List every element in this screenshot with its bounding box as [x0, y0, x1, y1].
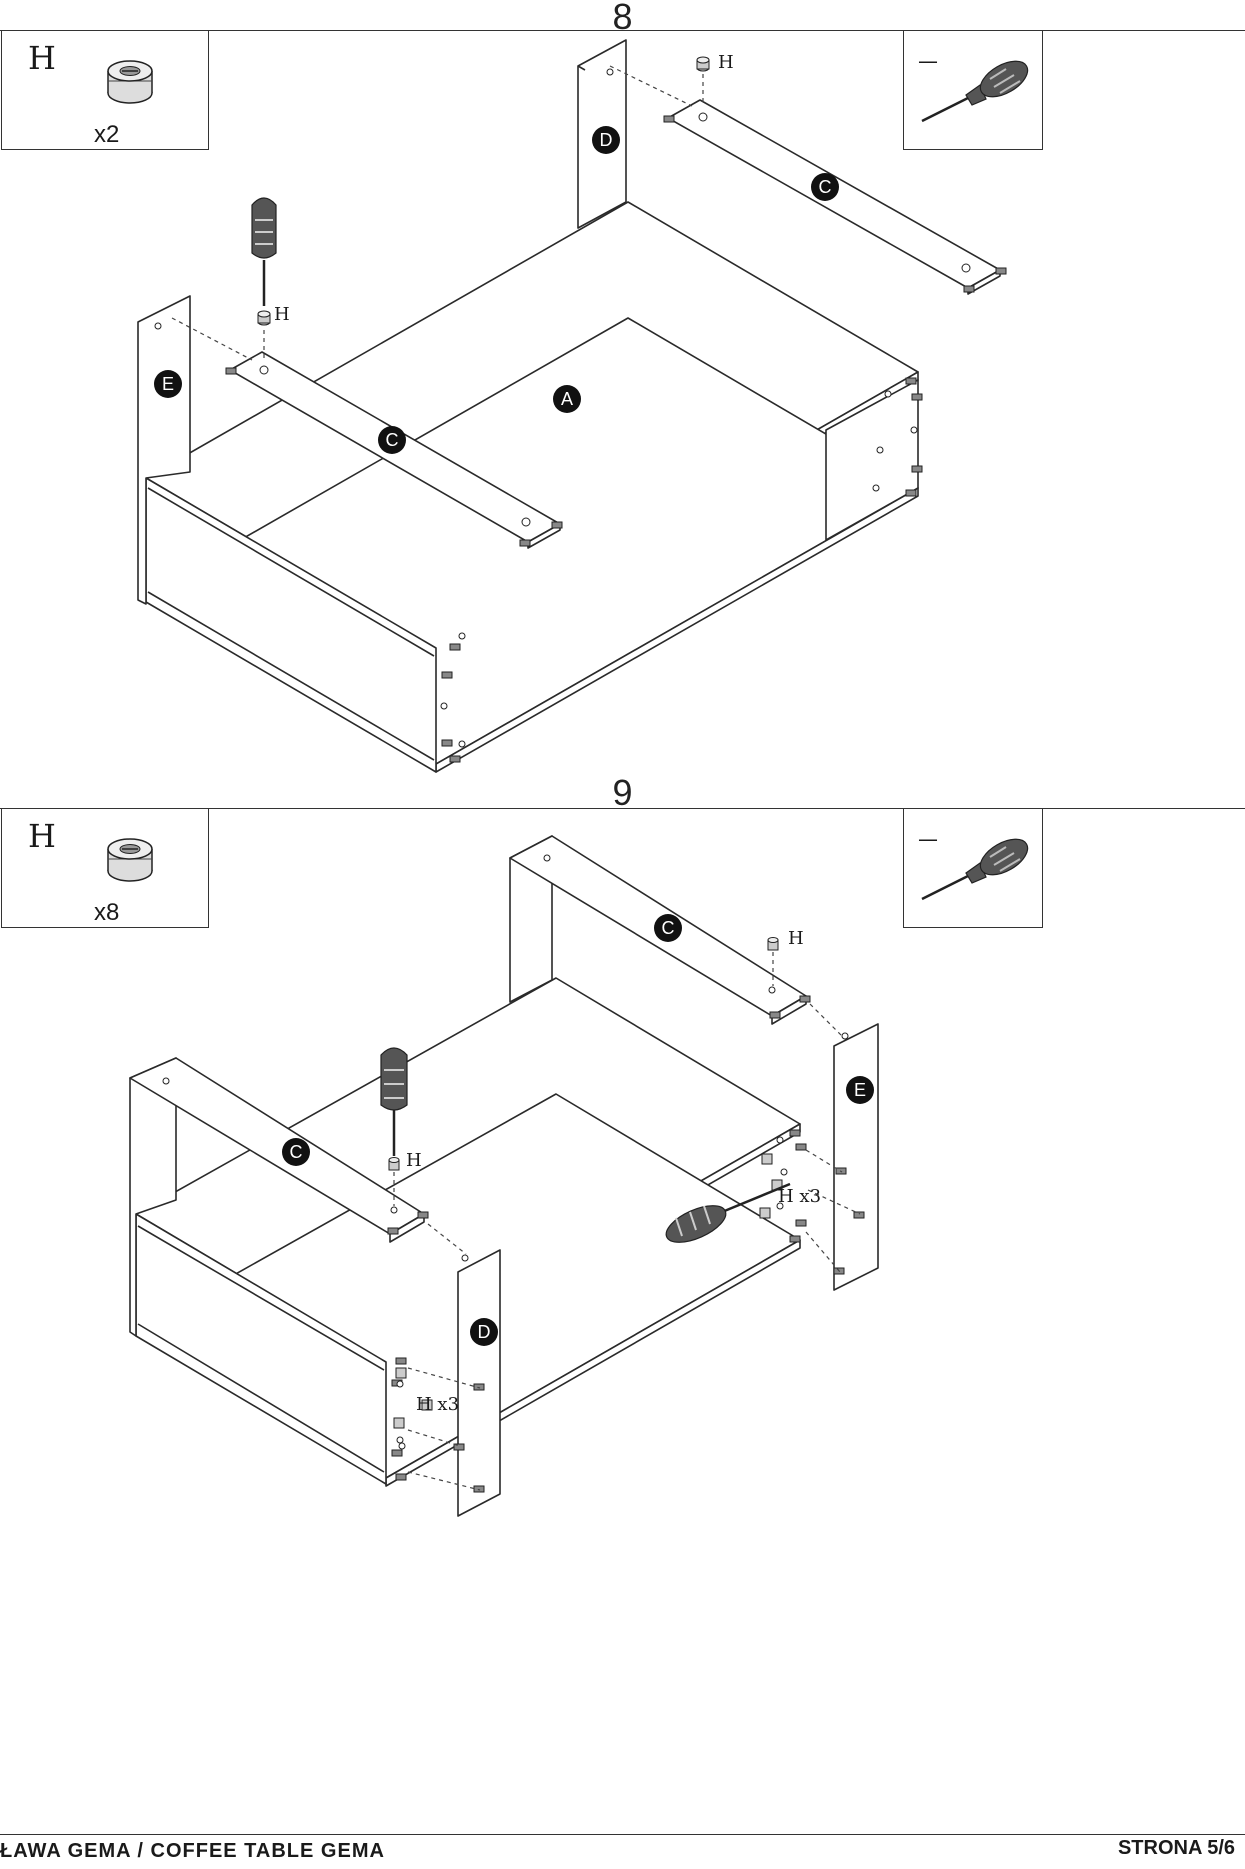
label-c-right-step8: [811, 173, 839, 201]
screwdriver-icon: [921, 60, 1029, 123]
panel-e-step9: [833, 1023, 879, 1291]
step-9-rule: [0, 808, 1245, 809]
screwdriver-step9-front: [380, 1047, 408, 1156]
label-a-text-step8: A: [560, 389, 573, 409]
footer-rule: [0, 1834, 1245, 1835]
screwdriver-step9-right: [665, 1182, 791, 1243]
label-c-back-text-step9: C: [661, 918, 675, 938]
tool-quantity-mark: —: [918, 49, 938, 73]
label-c-right-text-step8: C: [818, 177, 832, 197]
tool-quantity-mark: —: [918, 827, 938, 851]
label-e-text-step8: E: [161, 374, 174, 394]
step-8-number: 8: [612, 0, 633, 37]
label-e-step8: [154, 370, 182, 398]
cam-lock-icon: [107, 838, 153, 882]
label-h-top-step8: H: [718, 52, 734, 73]
label-h-x3-left-step9: H x3: [416, 1394, 460, 1415]
step-8-diagram: [137, 39, 1007, 773]
step-9-hardware-box: H x8: [1, 808, 209, 928]
label-d-step9: [470, 1318, 498, 1346]
label-h-front-step9: H: [406, 1150, 422, 1171]
label-d-step8: [592, 126, 620, 154]
footer-page: STRONA 5/6: [1117, 1837, 1235, 1859]
label-c-front-text-step9: C: [289, 1142, 303, 1162]
label-h-left-step8: H: [274, 304, 290, 325]
step-9-tool-box: —: [903, 808, 1043, 928]
step-8-rule: [0, 30, 1245, 31]
label-a-step8: [553, 385, 581, 413]
panel-e: [137, 295, 191, 605]
footer-title: ŁAWA GEMA / COFFEE TABLE GEMA: [0, 1840, 385, 1862]
label-c-left-text-step8: C: [385, 430, 399, 450]
hardware-quantity: x2: [94, 121, 120, 148]
screwdriver-step8: [251, 197, 277, 306]
label-c-front-step9: [282, 1138, 310, 1166]
step-8-tool-box: —: [903, 30, 1043, 150]
label-c-left-step8: [378, 426, 406, 454]
step-8-hardware-box: H x2: [1, 30, 209, 150]
label-e-step9: [846, 1076, 874, 1104]
label-h-x3-right-step9: H x3: [778, 1186, 822, 1207]
label-c-back-step9: [654, 914, 682, 942]
label-h-top-step9: H: [788, 928, 804, 949]
hardware-part-letter: H: [28, 817, 56, 855]
cam-lock-icon: [107, 60, 153, 104]
screwdriver-icon: [921, 838, 1029, 901]
label-d-text-step8: D: [599, 130, 613, 150]
hardware-part-letter: H: [28, 39, 56, 77]
label-e-text-step9: E: [853, 1080, 866, 1100]
hardware-quantity: x8: [94, 899, 120, 926]
panel-d-step9: [457, 1249, 501, 1517]
label-d-text-step9: D: [477, 1322, 491, 1342]
step-9-number: 9: [612, 772, 633, 813]
